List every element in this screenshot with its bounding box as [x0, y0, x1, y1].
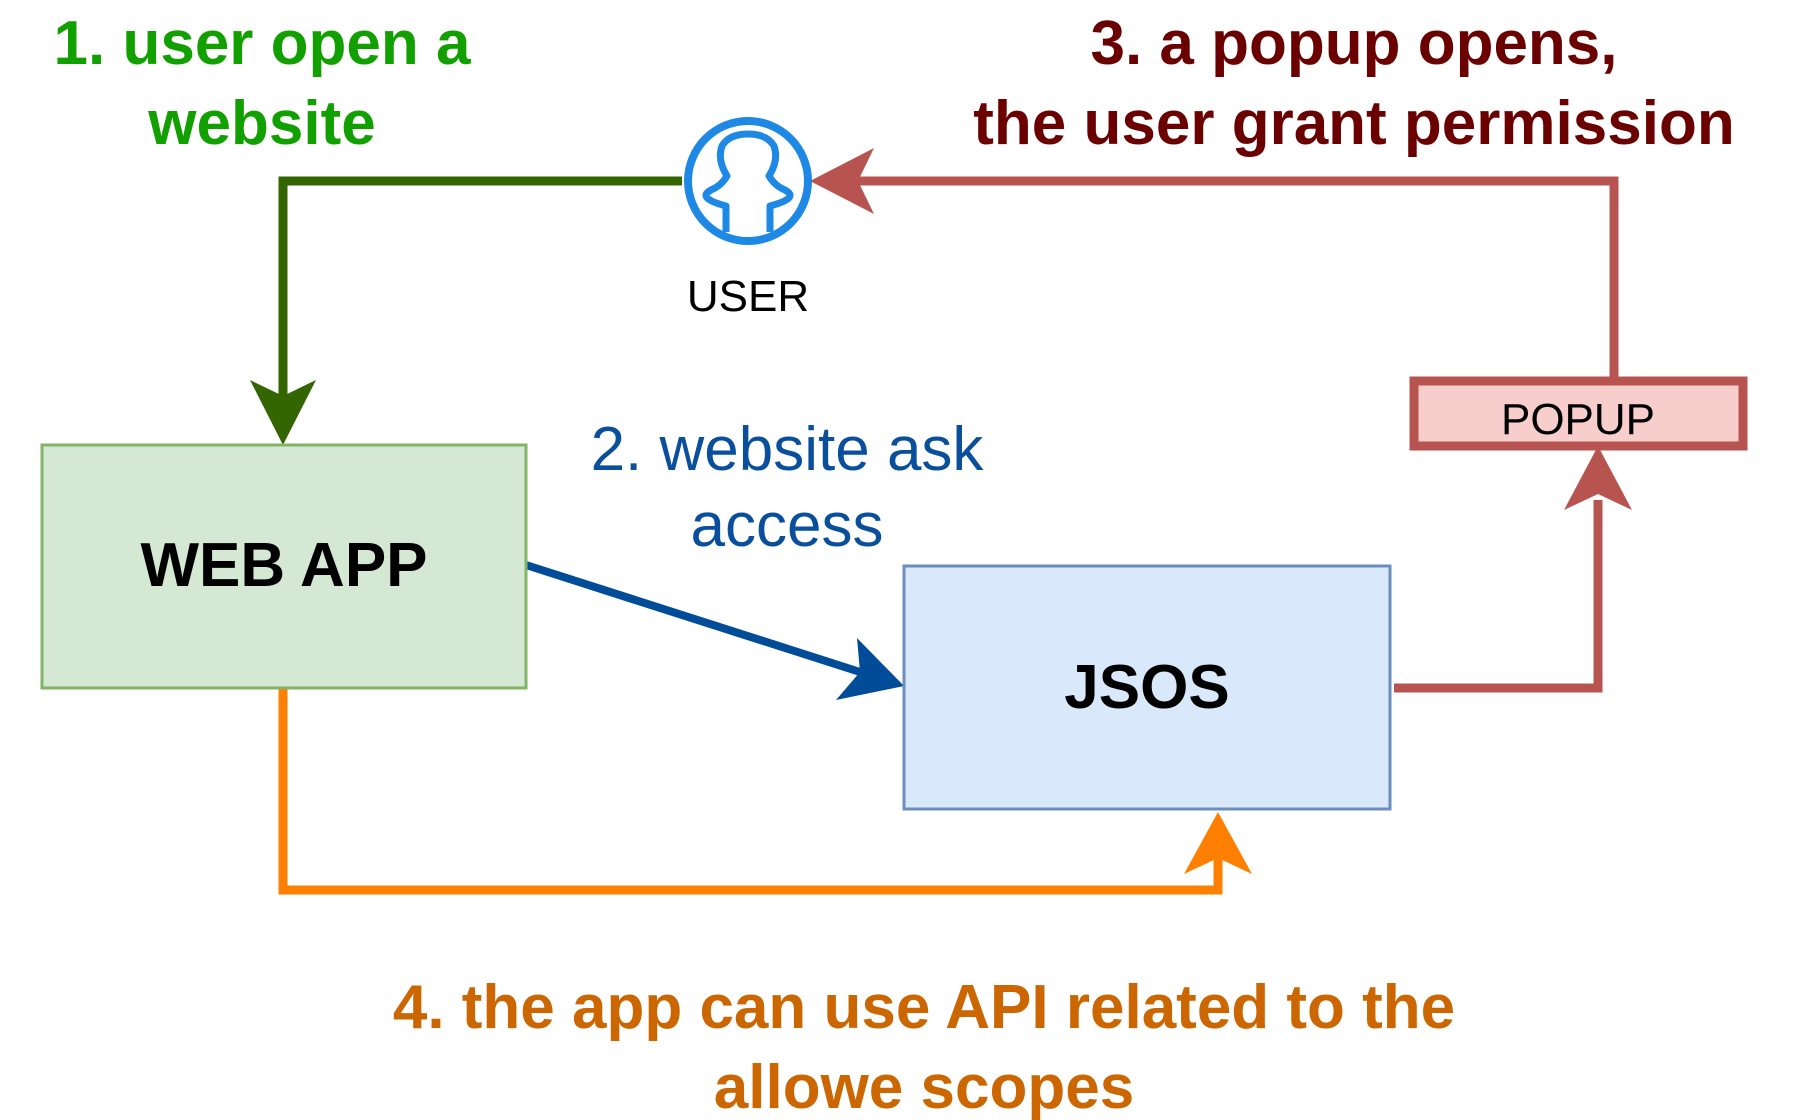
user-icon [684, 117, 812, 245]
jsos-label: JSOS [1064, 653, 1229, 722]
step2-line2: access [691, 491, 884, 560]
jsos-node: JSOS [902, 564, 1392, 811]
jsos-box [902, 564, 1392, 811]
step4-label: 4. the app can use API related to the al… [393, 973, 1455, 1120]
step3-line2: the user grant permission [973, 89, 1734, 158]
step1-line1: 1. user open a [54, 9, 471, 78]
arrowhead-user-to-webapp [250, 380, 316, 445]
arrowhead-webapp-to-jsos-api [1184, 812, 1252, 874]
connector-webapp-to-jsos [524, 561, 862, 676]
step3-label: 3. a popup opens, the user grant permiss… [973, 9, 1734, 158]
arrowhead-webapp-to-jsos [836, 638, 904, 700]
step3-line1: 3. a popup opens, [1090, 9, 1617, 78]
user-label: USER [687, 272, 809, 321]
step4-line2: allowe scopes [714, 1053, 1134, 1120]
arrowhead-jsos-to-popup [1564, 446, 1632, 510]
connector-webapp-to-jsos-api [278, 688, 1223, 895]
arrowhead-popup-to-user [810, 148, 874, 214]
step2-label: 2. website ask access [591, 415, 985, 560]
web-app-label: WEB APP [140, 531, 427, 600]
user-node: USER [684, 117, 812, 321]
web-app-box [40, 443, 528, 690]
web-app-node: WEB APP [40, 443, 528, 690]
step2-line1: 2. website ask [591, 415, 985, 484]
step1-label: 1. user open a website [54, 9, 471, 158]
step1-line2: website [147, 89, 375, 158]
connector-jsos-to-popup [1394, 500, 1603, 693]
popup-node: POPUP [1409, 376, 1748, 451]
step4-line1: 4. the app can use API related to the [393, 973, 1455, 1042]
connector-user-to-webapp [278, 176, 682, 405]
popup-label: POPUP [1501, 395, 1655, 444]
popup-box [1409, 376, 1748, 451]
connector-popup-to-user [844, 176, 1619, 381]
